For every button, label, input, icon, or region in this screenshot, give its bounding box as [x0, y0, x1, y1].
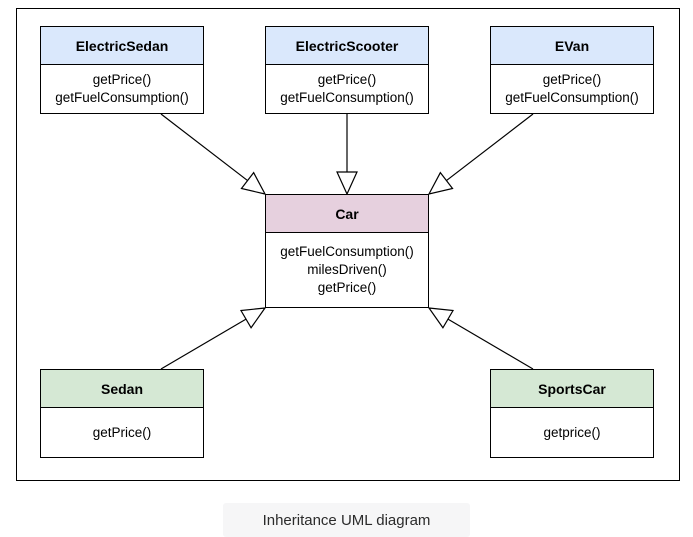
hollow-triangle-head — [239, 307, 267, 329]
method: getFuelConsumption() — [55, 90, 189, 105]
class-electric-scooter: ElectricScooter getPrice() getFuelConsum… — [265, 26, 429, 114]
hollow-triangle-head — [336, 171, 358, 196]
class-sports-car: SportsCar getprice() — [490, 369, 654, 458]
inheritance-arrow-sedan — [160, 307, 267, 370]
class-evan: EVan getPrice() getFuelConsumption() — [490, 26, 654, 114]
method: getPrice() — [317, 72, 377, 87]
method: getPrice() — [317, 280, 377, 295]
arrow-line — [446, 113, 534, 182]
method-list: getPrice() getFuelConsumption() — [491, 65, 653, 113]
arrow-line — [447, 318, 534, 370]
class-name: SportsCar — [491, 370, 653, 408]
class-name: EVan — [491, 27, 653, 65]
hollow-triangle-head — [427, 307, 455, 329]
arrow-line — [160, 113, 248, 182]
class-car: Car getFuelConsumption() milesDriven() g… — [265, 194, 429, 308]
method: getPrice() — [92, 72, 152, 87]
method: getPrice() — [92, 424, 152, 440]
inheritance-arrow-electricscooter — [336, 114, 358, 196]
method-list: getFuelConsumption() milesDriven() getPr… — [266, 233, 428, 307]
class-name: ElectricSedan — [41, 27, 203, 65]
class-name: Sedan — [41, 370, 203, 408]
method: milesDriven() — [307, 262, 387, 277]
method-list: getPrice() — [41, 408, 203, 457]
method-list: getprice() — [491, 408, 653, 457]
method-list: getPrice() getFuelConsumption() — [266, 65, 428, 113]
hollow-triangle-head — [427, 171, 454, 195]
inheritance-arrow-sportscar — [427, 307, 534, 370]
method: getFuelConsumption() — [280, 90, 414, 105]
hollow-triangle-head — [240, 171, 267, 195]
inheritance-arrow-evan — [427, 113, 534, 195]
inheritance-arrow-electricsedan — [160, 113, 267, 195]
class-name: ElectricScooter — [266, 27, 428, 65]
diagram-caption: Inheritance UML diagram — [223, 503, 470, 537]
class-sedan: Sedan getPrice() — [40, 369, 204, 458]
arrow-line — [160, 318, 247, 370]
class-name: Car — [266, 195, 428, 233]
method: getFuelConsumption() — [280, 244, 414, 259]
method-list: getPrice() getFuelConsumption() — [41, 65, 203, 113]
class-electric-sedan: ElectricSedan getPrice() getFuelConsumpt… — [40, 26, 204, 114]
method: getprice() — [543, 424, 601, 440]
method: getFuelConsumption() — [505, 90, 639, 105]
method: getPrice() — [542, 72, 602, 87]
